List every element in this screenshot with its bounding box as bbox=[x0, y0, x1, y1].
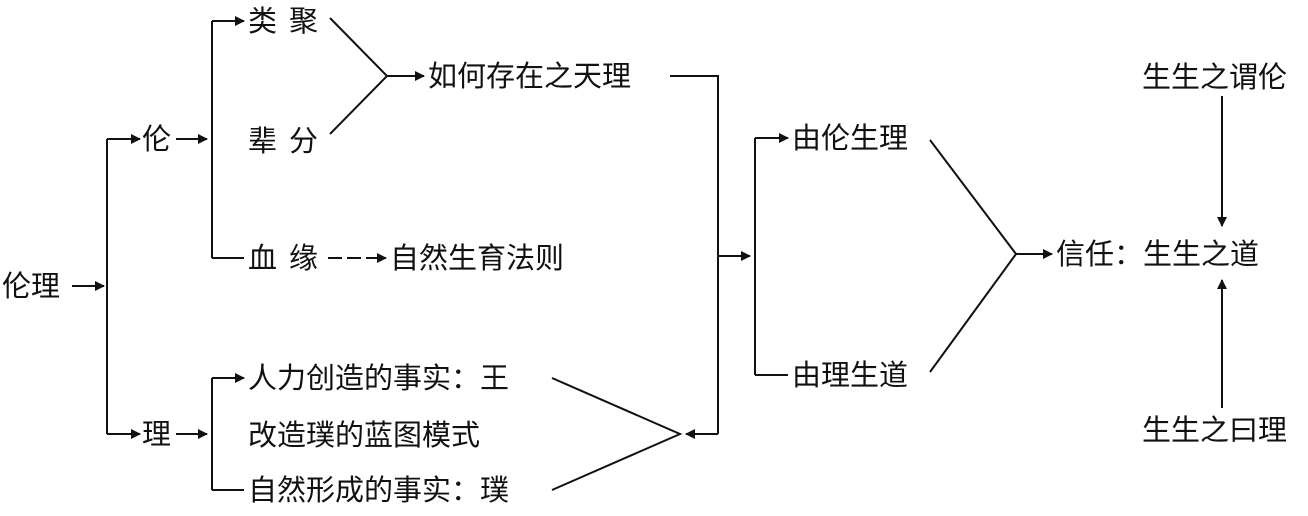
edge-li-merge bbox=[551, 377, 683, 491]
node-ziran-shengyu: 自然生育法则 bbox=[390, 241, 565, 275]
node-you-li: 由理生道 bbox=[792, 358, 909, 392]
edge-ruhe-down bbox=[670, 75, 719, 434]
node-lunli: 伦理 bbox=[2, 269, 61, 303]
node-beifen: 辈分 bbox=[248, 124, 331, 158]
node-xinren: 信任：生生之道 bbox=[1056, 237, 1260, 271]
node-leiju: 类聚 bbox=[248, 4, 331, 38]
edge-you-merge bbox=[929, 139, 1018, 373]
node-wei-lun: 生生之谓伦 bbox=[1142, 60, 1288, 94]
node-lun: 伦 bbox=[142, 122, 172, 156]
node-yue-li: 生生之曰理 bbox=[1142, 413, 1288, 447]
node-renli-line2: 改造璞的蓝图模式 bbox=[248, 418, 481, 452]
edge-leiju-beifen-merge bbox=[329, 17, 389, 135]
node-renli-line1: 人力创造的事实：王 bbox=[248, 361, 510, 395]
node-xueyuan: 血缘 bbox=[248, 241, 331, 275]
node-you-lun: 由伦生理 bbox=[792, 121, 909, 155]
node-li: 理 bbox=[142, 417, 172, 451]
node-ruhe-cunzai: 如何存在之天理 bbox=[428, 59, 632, 93]
node-ziran-xingcheng: 自然形成的事实：璞 bbox=[248, 473, 510, 507]
